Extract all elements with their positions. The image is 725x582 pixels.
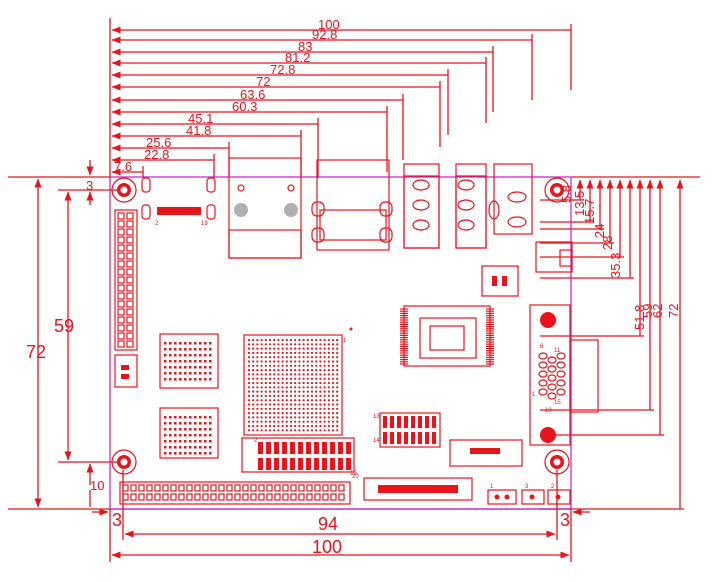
svg-text:10: 10 xyxy=(545,408,552,414)
ffc-connector xyxy=(157,207,201,215)
left-offset-label: 3 xyxy=(112,510,122,530)
top-dimension-label: 72 xyxy=(256,74,270,89)
svg-text:11: 11 xyxy=(554,348,561,354)
hole-offset-bottom-label: 10 xyxy=(90,478,104,493)
usb-connector xyxy=(316,159,390,251)
right-dimension-label: 24 xyxy=(592,224,607,238)
svg-text:2: 2 xyxy=(254,438,258,444)
svg-text:2: 2 xyxy=(155,221,159,227)
right-dimensions xyxy=(540,176,700,510)
bottom-ffc-connector xyxy=(363,477,473,501)
mounting-holes xyxy=(111,177,570,475)
height-total-label: 72 xyxy=(26,342,46,362)
svg-text:14: 14 xyxy=(373,438,380,444)
top-dimension-label: 45.1 xyxy=(188,111,213,126)
right-offset-label: 3 xyxy=(560,510,570,530)
right-bottom-connector xyxy=(449,439,523,467)
hole-span-label: 59 xyxy=(54,316,74,336)
hole-offset-top-label: 3 xyxy=(86,178,93,193)
mounting-hole-top-right xyxy=(544,177,570,203)
top-dimension-label: 63.6 xyxy=(240,87,265,102)
hole-span-width-label: 94 xyxy=(318,514,338,534)
top-dimension-label: 25.6 xyxy=(146,135,171,150)
right-dimension-label: 51.8 xyxy=(632,305,647,330)
qfp-chip xyxy=(400,305,494,367)
left-pin-header xyxy=(114,209,138,388)
mounting-hole-bottom-right xyxy=(544,449,570,475)
svg-text:19: 19 xyxy=(350,471,357,477)
top-dimension-label: 81.2 xyxy=(285,50,310,65)
bottom-pin-header: 20 1 3 2 xyxy=(119,474,571,505)
right-dimension-label: 72 xyxy=(666,304,681,318)
width-total-label: 100 xyxy=(312,537,342,557)
svg-text:3: 3 xyxy=(525,484,529,490)
mounting-hole-bottom-left xyxy=(111,449,137,475)
right-dimension-label: 13.5 xyxy=(572,191,587,216)
svg-text:1: 1 xyxy=(490,484,494,490)
memory-socket-1 xyxy=(159,333,219,389)
top-dimension-label: 92.8 xyxy=(312,27,337,42)
memory-sockets xyxy=(159,333,219,459)
top-dimension-label: 7.6 xyxy=(114,159,132,174)
right-edge-connectors: 6 11 1 15 10 xyxy=(481,241,599,446)
small-connector xyxy=(114,354,138,388)
svg-text:2: 2 xyxy=(551,484,555,490)
bottom-dimensions: 94 100 3 3 xyxy=(92,470,590,562)
top-dimension-label: 83 xyxy=(298,39,312,54)
cpu-bga: 1 xyxy=(243,327,353,436)
left-dimensions: 72 59 3 10 xyxy=(8,160,125,510)
right-dimension-label: 15.7 xyxy=(582,199,597,224)
svg-text:15: 15 xyxy=(554,400,561,406)
top-dimension-label: 100 xyxy=(318,17,340,32)
right-dimension-label: 35.3 xyxy=(608,253,623,278)
right-dimension-label: 5.8 xyxy=(559,185,574,203)
right-dimension-label: 28 xyxy=(600,236,615,250)
svg-text:20: 20 xyxy=(352,474,359,480)
svg-text:1: 1 xyxy=(343,338,347,344)
top-dimensions xyxy=(109,18,572,178)
top-edge-connectors: 2 19 xyxy=(141,157,533,259)
right-dimension-label: 62 xyxy=(650,304,665,318)
top-dimension-label: 41.8 xyxy=(186,123,211,138)
top-dimension-label: 72.8 xyxy=(270,62,295,77)
svg-text:1: 1 xyxy=(532,392,536,398)
memory-socket-2 xyxy=(159,407,219,459)
svg-text:6: 6 xyxy=(540,344,544,350)
mid-headers: 2 19 13 14 xyxy=(241,412,523,477)
top-dimension-label: 60.3 xyxy=(232,99,257,114)
top-dimension-label: 22.8 xyxy=(144,147,169,162)
svg-text:19: 19 xyxy=(201,221,208,227)
jumper-block xyxy=(481,265,519,297)
dc-power-jack xyxy=(493,163,533,235)
svg-text:13: 13 xyxy=(373,414,380,420)
mounting-hole-top-left xyxy=(111,177,137,203)
right-dimension-label: 59 xyxy=(640,304,655,318)
